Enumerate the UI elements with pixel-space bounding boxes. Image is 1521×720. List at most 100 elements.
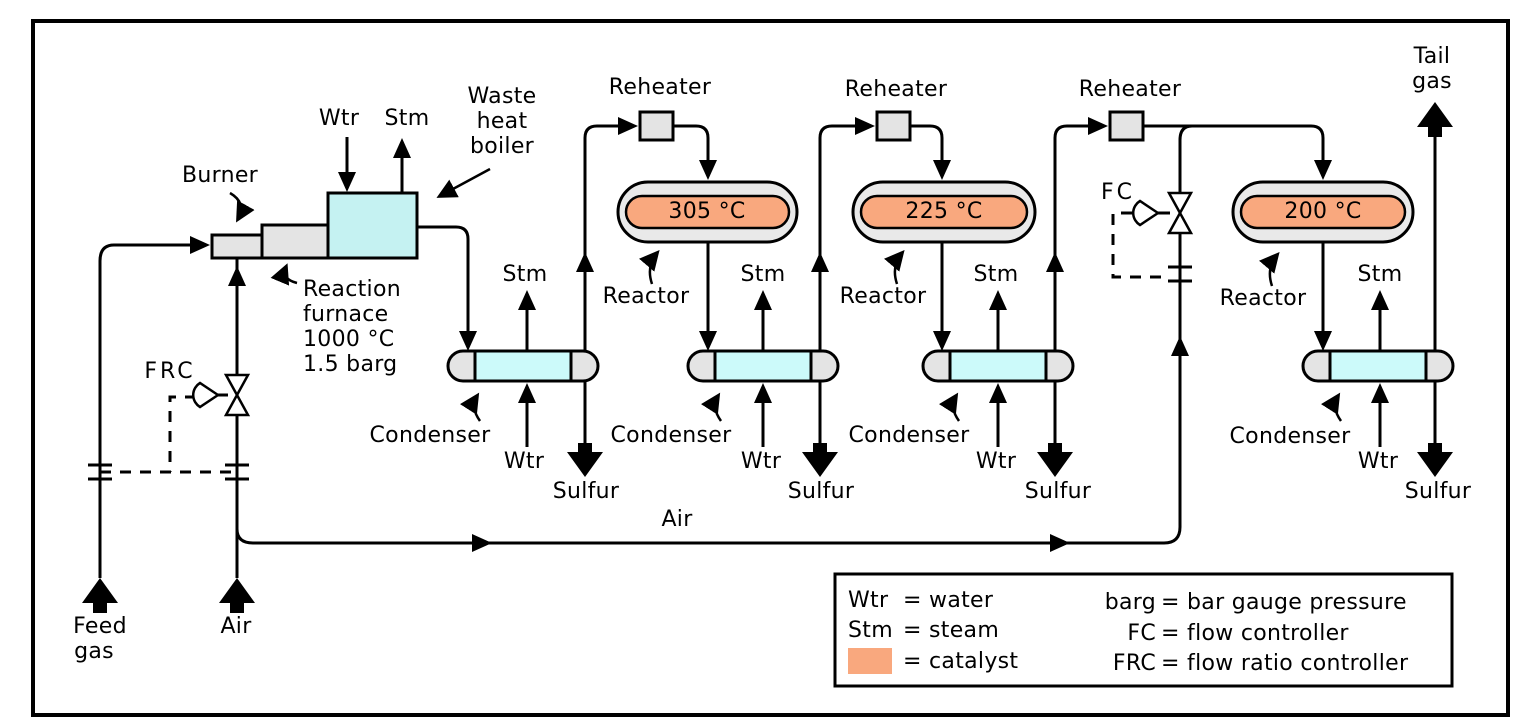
pipe-reheater2-out [910, 124, 944, 163]
catalyst-swatch [848, 648, 892, 674]
legend-abbr-stm: Stm [848, 618, 893, 643]
fc-actuator-icon [1131, 199, 1161, 227]
legend-text-steam: = steam [903, 618, 1000, 643]
tail-gas-arrow [1417, 102, 1453, 137]
frc-control-valve [191, 373, 251, 417]
condenser-3-label: Condenser [848, 423, 970, 448]
reaction-furnace-vessel [260, 223, 330, 260]
flow-arrow [933, 331, 951, 351]
legend-text-barg: = bar gauge pressure [1161, 590, 1407, 615]
flow-arrow [1371, 290, 1389, 310]
flow-arrow [190, 236, 210, 254]
legend-text-frc: = flow ratio controller [1161, 651, 1409, 676]
reactor-3-label: Reactor [1219, 286, 1307, 311]
condenser-2-label: Condenser [610, 423, 732, 448]
tail-gas-line2: gas [1412, 69, 1452, 94]
reheater-2-box [875, 110, 912, 142]
flow-arrow [518, 383, 536, 403]
feed-gas-arrow [82, 578, 118, 613]
condenser3-pointer-arrow [938, 392, 961, 422]
waste-heat-boiler-vessel [326, 191, 419, 260]
waste-heat-boiler-line1: Waste [467, 84, 537, 109]
flow-arrow [228, 266, 246, 286]
reactor1-pointer-arrow [639, 249, 660, 285]
flow-arrow [699, 160, 717, 180]
reheater-2-label: Reheater [844, 77, 948, 102]
condenser-2-water-label: Wtr [740, 449, 782, 474]
legend-catalyst-swatch-cell [848, 648, 903, 674]
burner-vessel [210, 233, 265, 260]
frc-signal-vertical [168, 395, 196, 472]
catalyst-bed-3 [1239, 194, 1407, 230]
air-flow-sensor [225, 463, 249, 481]
reactor-2-vessel [851, 180, 1037, 244]
flow-arrow [1050, 534, 1070, 552]
reactor-1-vessel [616, 180, 799, 244]
sulfur-3-label: Sulfur [1024, 479, 1092, 504]
fc-signal-line [1111, 211, 1166, 279]
reactor-1-label: Reactor [602, 284, 690, 309]
reactor-2-label: Reactor [839, 284, 927, 309]
condenser-3-steam-label: Stm [973, 262, 1019, 287]
fc-label: FC [1100, 180, 1136, 205]
fc-control-valve [1131, 191, 1194, 235]
flow-arrow [518, 290, 536, 310]
condenser-3-water-label: Wtr [975, 449, 1017, 474]
tail-gas-label: Tail gas [1412, 44, 1452, 94]
feed-gas-label-line2: gas [74, 639, 114, 664]
feed-flow-sensor [88, 463, 112, 481]
air-header-label: Air [661, 507, 693, 532]
flow-arrow [699, 331, 717, 351]
flow-arrow [1171, 336, 1189, 356]
reactor-1-temperature: 305 °C [668, 199, 746, 224]
flow-arrow [1088, 117, 1108, 135]
pipe-feed-gas [98, 243, 192, 578]
reheater-1-label: Reheater [608, 75, 712, 100]
legend-row-steam: Stm = steam [848, 618, 999, 643]
condenser-1-vessel [446, 349, 600, 383]
reaction-furnace-label: Reaction furnace 1000 °C 1.5 barg [303, 277, 401, 377]
legend-text-fc: = flow controller [1161, 621, 1349, 646]
sulfur-arrow-1 [567, 443, 603, 477]
flow-arrow [576, 252, 594, 272]
diagram-frame [31, 19, 1510, 717]
flow-arrow [393, 138, 411, 158]
legend-abbr-frc: FRC [1112, 651, 1156, 676]
flow-arrow [811, 252, 829, 272]
flow-arrow [1046, 252, 1064, 272]
legend-row-frc: FRC = flow ratio controller [1086, 651, 1408, 676]
flow-arrow [989, 383, 1007, 403]
bold-stream-arrows [82, 102, 1453, 613]
legend-row-barg: barg = bar gauge pressure [1086, 590, 1407, 615]
sulfur-arrow-3 [1037, 443, 1073, 477]
feed-gas-label-line1: Feed [73, 614, 127, 639]
flow-arrow [338, 172, 356, 192]
reactor-3-vessel [1231, 180, 1415, 244]
sulfur-2-label: Sulfur [787, 479, 855, 504]
legend-text-water: = water [903, 588, 994, 613]
sulfur-4-label: Sulfur [1404, 479, 1472, 504]
waste-heat-boiler-line3: boiler [469, 134, 535, 159]
flow-arrow [459, 331, 477, 351]
legend-row-water: Wtr = water [848, 588, 993, 613]
condenser-4-steam-label: Stm [1357, 262, 1403, 287]
pipe-riser-1 [583, 124, 620, 351]
boiler-steam-label: Stm [384, 106, 430, 131]
catalyst-bed-2 [859, 194, 1029, 230]
condenser-4-vessel [1301, 349, 1455, 383]
legend-abbr-wtr: Wtr [848, 588, 889, 613]
flow-arrow [1371, 383, 1389, 403]
reaction-furnace-line2: furnace [303, 302, 389, 327]
legend-row-fc: FC = flow controller [1086, 621, 1349, 646]
reactor2-pointer-arrow [884, 249, 905, 285]
frc-actuator-icon [191, 381, 221, 409]
burner-pointer-arrow [229, 191, 255, 223]
piping [98, 124, 1437, 578]
flow-arrows [190, 117, 1389, 552]
flow-arrow [855, 117, 875, 135]
legend-box [833, 572, 1454, 688]
pipe-riser-3 [1053, 124, 1090, 351]
air-inlet-arrow [219, 578, 255, 613]
